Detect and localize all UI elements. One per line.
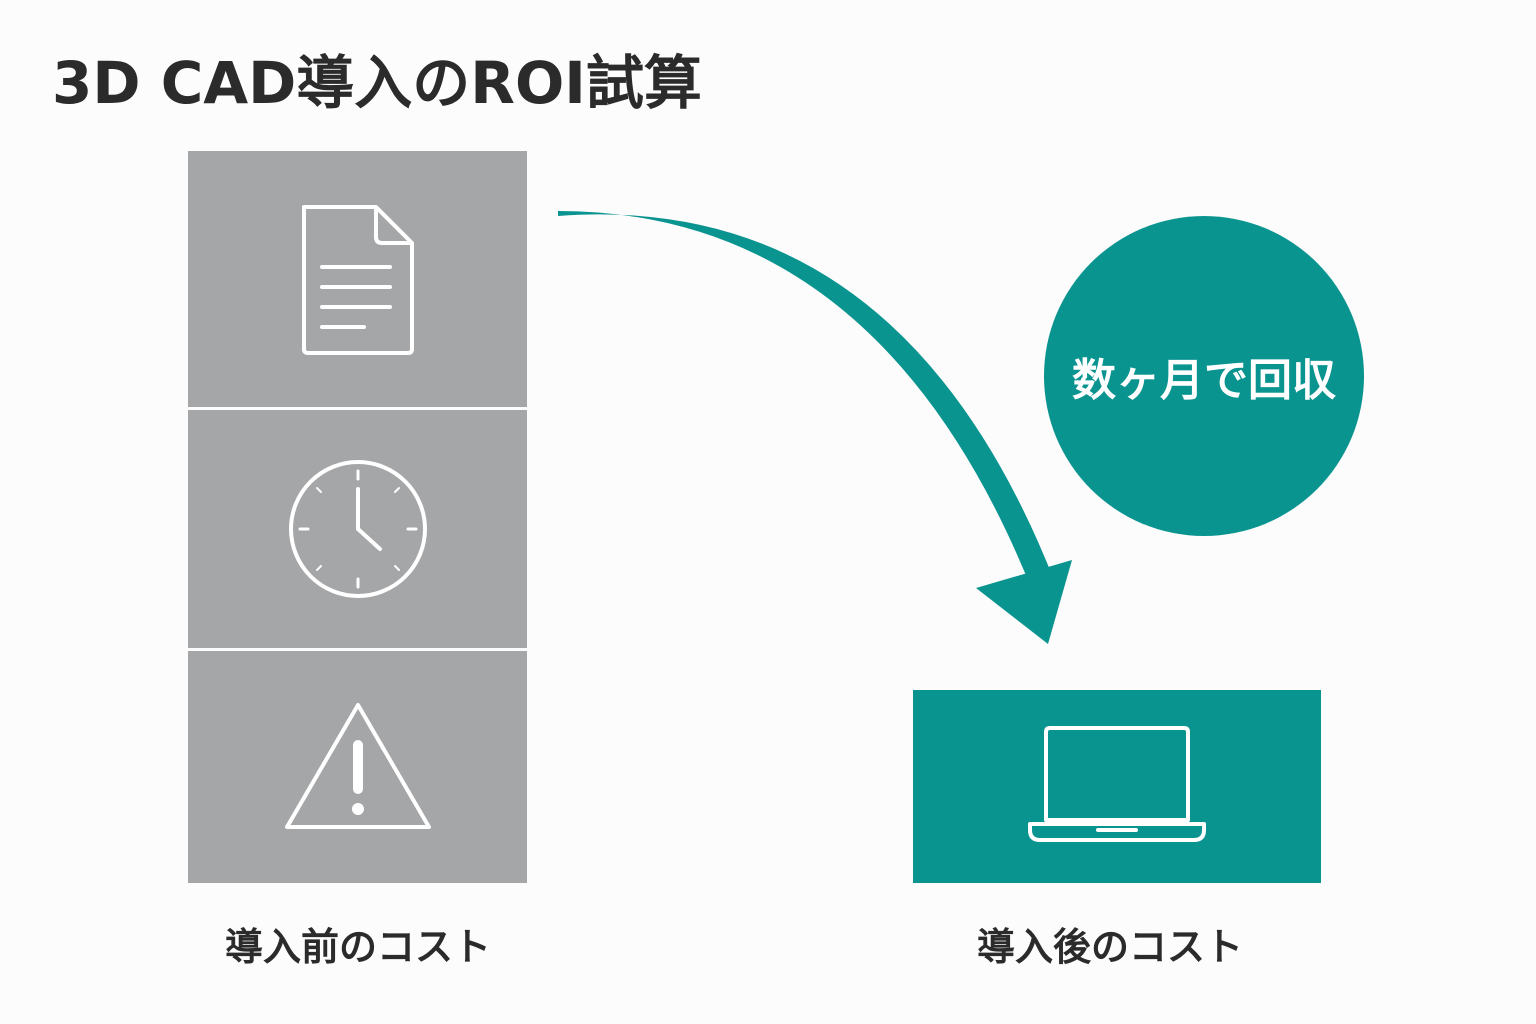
payback-label: 数ヶ月で回収	[1072, 355, 1336, 406]
before-cost-caption: 導入前のコスト	[224, 925, 491, 969]
warning-icon	[281, 699, 435, 835]
before-block-warning	[188, 651, 527, 883]
clock-icon	[286, 457, 430, 601]
before-block-clock	[188, 410, 527, 648]
before-cost-stack	[188, 151, 527, 883]
document-icon	[298, 201, 418, 357]
payback-badge: 数ヶ月で回収	[1044, 216, 1364, 536]
before-block-document	[188, 151, 527, 407]
after-cost-caption: 導入後のコスト	[976, 925, 1243, 969]
laptop-icon	[1026, 724, 1208, 850]
page-title: 3D CAD導入のROI試算	[52, 49, 702, 117]
after-cost-block	[913, 690, 1321, 883]
